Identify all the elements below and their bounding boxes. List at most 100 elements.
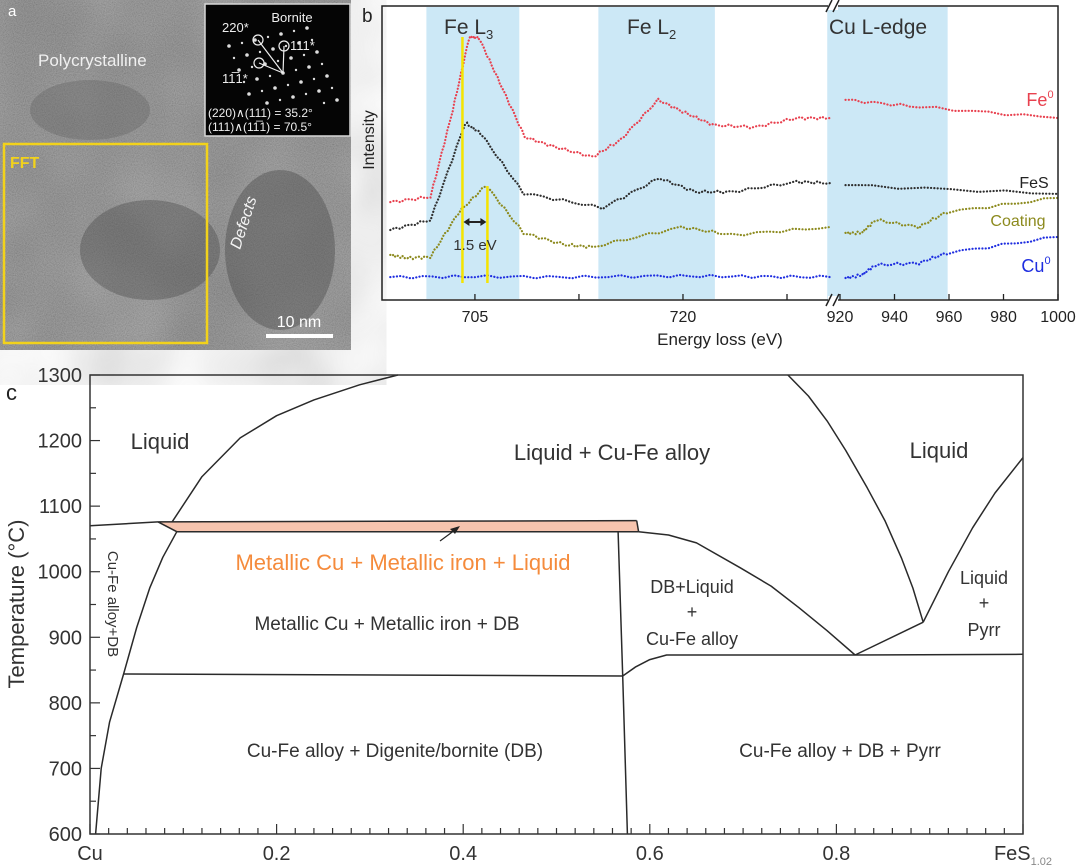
panel-label-a: a	[8, 3, 17, 20]
plot-frame	[381, 5, 1059, 301]
spectrum-coating	[844, 196, 1060, 237]
x-tick-label: 940	[881, 309, 908, 326]
y-tick-label: 800	[49, 693, 82, 715]
region-metallic-db: Metallic Cu + Metallic iron + DB	[254, 614, 519, 635]
boundary-left-solidus	[94, 531, 178, 835]
peak-shift-annotation: 1.5 eV	[453, 37, 497, 283]
region-liquid-pyrr-plus: +	[979, 593, 990, 613]
series-label-cu0: Cu0	[1021, 255, 1050, 276]
diffraction-spot	[286, 83, 290, 87]
x-tick-label: Cu	[77, 843, 103, 865]
panel-label-c: c	[6, 380, 17, 405]
x-tick-label: 0.6	[636, 843, 664, 865]
diffraction-spot	[255, 77, 259, 81]
diffraction-spot	[253, 38, 257, 42]
fft-inset: Bornite 220* 111* 11̅1* (220)∧(111) = 35…	[204, 3, 351, 137]
spectrum-fe0	[844, 98, 1060, 120]
x-tick-label: 0.2	[263, 843, 291, 865]
boundary-right-liquidus-asc	[922, 457, 1024, 623]
panel-a-tem-image: a Polycrystalline FFT Defects 10 nm Born…	[0, 0, 351, 350]
spot-label-111: 111*	[290, 38, 315, 53]
series-labels: Fe0 FeS Coating Cu0	[990, 89, 1053, 276]
diffraction-spot	[284, 44, 288, 48]
fft-region-box	[2, 142, 209, 345]
axis-break	[825, 0, 840, 307]
spectra-series	[389, 33, 1060, 281]
diffraction-spot	[322, 101, 326, 105]
diffraction-spot	[242, 80, 246, 84]
region-liquid-left: Liquid	[131, 429, 190, 454]
diffraction-spot	[245, 53, 249, 57]
diffraction-spot	[315, 50, 319, 54]
diffraction-spot	[320, 62, 324, 66]
spot-circle-11-1	[253, 57, 265, 69]
boundary-pyrr-v-left	[854, 621, 924, 656]
region-cufe-alloy-db: Cu-Fe alloy+DB	[104, 551, 121, 657]
spectrum-fes	[389, 121, 832, 232]
series-label-coating: Coating	[990, 213, 1045, 230]
diffraction-spot	[291, 95, 295, 99]
highlight-band	[158, 520, 639, 532]
region-label-fe-l2: Fe L2	[627, 16, 676, 42]
polycrystalline-label: Polycrystalline	[38, 51, 147, 70]
region-label-cu-l-edge: Cu L-edge	[829, 16, 927, 39]
region-db-liquid-plus: +	[687, 602, 698, 622]
edge-region-labels: Fe L3 Fe L2 Cu L-edge	[444, 16, 927, 42]
diffraction-spot	[302, 53, 306, 57]
edge-region-band	[827, 7, 948, 299]
diffraction-spot	[237, 68, 241, 72]
y-tick-label: 900	[49, 627, 82, 649]
diffraction-spot	[279, 32, 283, 36]
diffraction-spot	[266, 35, 270, 39]
arrowheads	[463, 218, 487, 226]
diffraction-spot	[310, 38, 314, 42]
x-tick-label: 0.4	[449, 843, 477, 865]
boundary-right-liquidus-desc	[787, 374, 924, 623]
x-tick-label: 980	[990, 309, 1017, 326]
x-tick-label: FeS1.02	[994, 843, 1052, 868]
boundary-db-liquid-curve	[638, 530, 856, 656]
diffraction-spot	[304, 92, 308, 96]
diffraction-spot	[299, 80, 303, 84]
spot-circle-220	[252, 34, 264, 46]
angle-label-2: (111)∧(11̅1) = 70.5°	[208, 120, 312, 134]
boundary-band-top	[158, 519, 637, 523]
region-metallic-liquid: Metallic Cu + Metallic iron + Liquid	[235, 550, 570, 575]
region-label-fe-l3: Fe L3	[444, 16, 493, 42]
arrowhead-icon	[450, 526, 460, 534]
boundary-lower-right-boundary	[622, 653, 1024, 677]
y-axis-title: Temperature (°C)	[4, 520, 29, 689]
spectrum-fe0	[389, 33, 832, 204]
diffraction-spot	[289, 56, 293, 60]
diffraction-spot	[268, 74, 272, 78]
x-tick-label: 705	[462, 309, 489, 326]
diffraction-spot	[294, 68, 298, 72]
y-tick-label: 1300	[38, 365, 83, 387]
diffraction-spot	[273, 86, 277, 90]
edge-region-band	[426, 7, 520, 299]
region-liquid-pyrr-pyrr: Pyrr	[968, 620, 1001, 640]
diffraction-spot	[325, 74, 329, 78]
region-liquid-pyrr: Liquid	[960, 568, 1008, 588]
diffraction-spot	[312, 77, 316, 81]
region-liquid-right: Liquid	[910, 438, 969, 463]
x-tick-label: 1000	[1040, 309, 1076, 326]
diffraction-spot	[240, 41, 244, 45]
region-labels: Liquid Liquid + Cu-Fe alloy Liquid Metal…	[104, 429, 1008, 762]
region-cufe-db-pyrr: Cu-Fe alloy + DB + Pyrr	[739, 741, 941, 762]
fft-label: FFT	[10, 155, 40, 172]
spectrum-cu0	[844, 235, 1060, 281]
diffraction-spot	[265, 101, 269, 105]
diffraction-spot	[232, 56, 236, 60]
spot-label-220: 220*	[222, 20, 249, 35]
diffraction-spot	[271, 47, 275, 51]
y-axis-title: Intensity	[361, 110, 378, 170]
edge-regions	[426, 7, 948, 299]
x-tick-label: 720	[670, 309, 697, 326]
spot-label-11-1: 11̅1*	[222, 71, 248, 86]
edge-region-band	[598, 7, 715, 299]
boundary-left-liquidus	[171, 374, 399, 523]
diffraction-spot	[317, 89, 321, 93]
